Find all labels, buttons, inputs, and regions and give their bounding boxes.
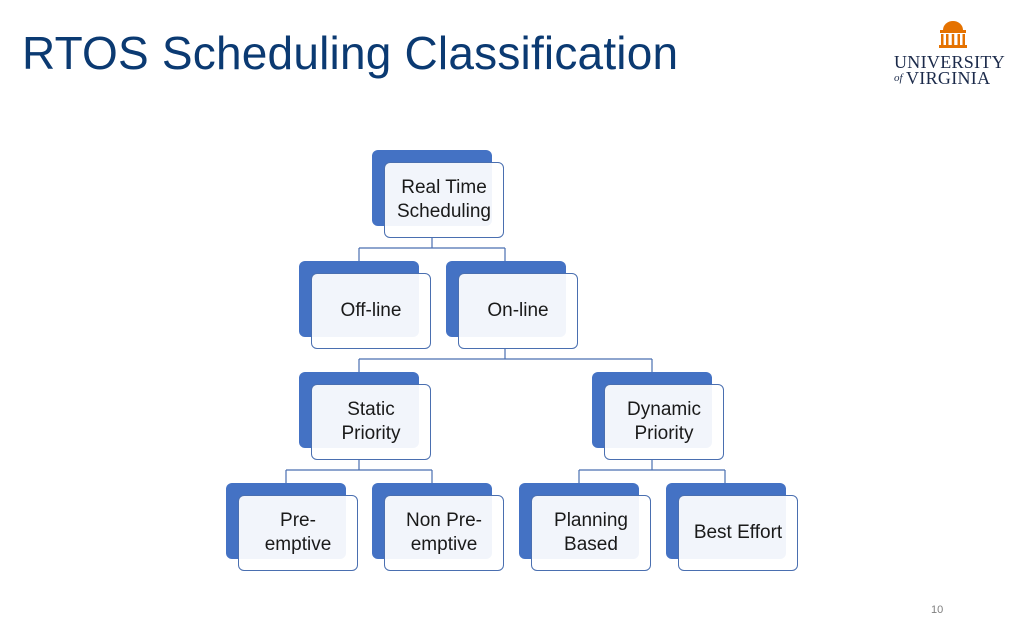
node-pre-emptive: Pre- emptive (226, 483, 358, 571)
node-best-effort: Best Effort (666, 483, 798, 571)
logo-text-virginia: VIRGINIA (906, 68, 991, 88)
node-label: Best Effort (693, 522, 783, 543)
logo-text-university: UNIVERSITY (894, 52, 1005, 72)
node-static-priority: Static Priority (299, 372, 431, 460)
node-label: Non Pre- emptive (405, 510, 483, 555)
node-label: Real Time Scheduling (396, 177, 492, 222)
node-on-line: On-line (446, 261, 578, 349)
node-planning-based: Planning Based (519, 483, 651, 571)
node-non-pre-emptive: Non Pre- emptive (372, 483, 504, 571)
rotunda-icon (939, 21, 967, 48)
slide-title: RTOS Scheduling Classification (22, 27, 679, 79)
university-logo: UNIVERSITY of VIRGINIA (892, 18, 1012, 90)
page-number: 10 (931, 604, 944, 616)
node-label: Off-line (340, 300, 402, 321)
node-dynamic-priority: Dynamic Priority (592, 372, 724, 460)
node-label: Static Priority (341, 399, 401, 444)
logo-text-of: of (894, 72, 903, 84)
node-label: Pre- emptive (264, 510, 332, 555)
node-off-line: Off-line (299, 261, 431, 349)
node-real-time-scheduling: Real Time Scheduling (372, 150, 504, 238)
node-label: On-line (487, 300, 549, 321)
node-label: Planning Based (554, 510, 628, 555)
node-label: Dynamic Priority (627, 399, 701, 444)
